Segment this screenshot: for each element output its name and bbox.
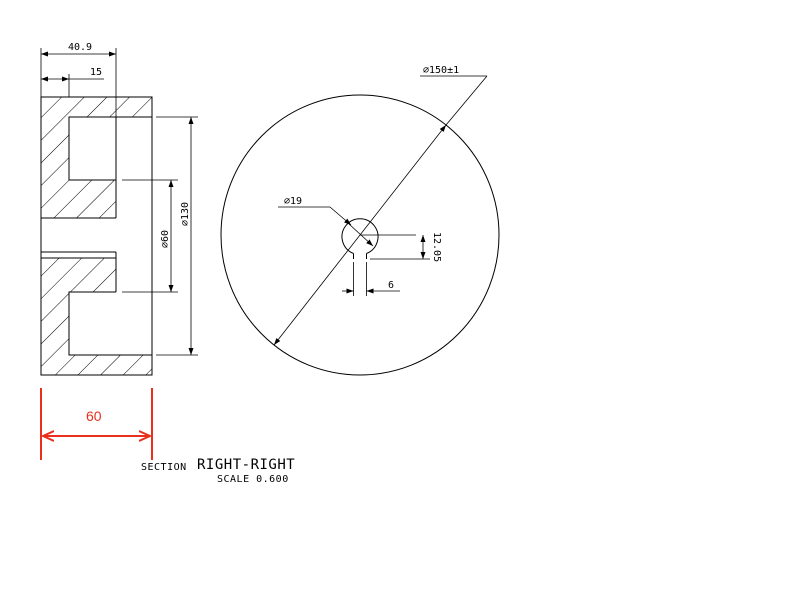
dim-shaft-diameter-text: ⌀19 <box>284 196 302 207</box>
dim-keyway-width: 6 <box>342 262 400 296</box>
dim-hub-diameter: ⌀130 <box>156 116 198 356</box>
dim-keyway-depth: 12.05 <box>370 232 442 262</box>
section-caption: SECTION RIGHT-RIGHT SCALE 0.600 <box>141 457 295 485</box>
dim-keyway-width-text: 6 <box>388 280 394 291</box>
dim-shaft-diameter: ⌀19 <box>278 196 374 247</box>
caption-section-name: RIGHT-RIGHT <box>197 457 295 473</box>
dim-outer-diameter: ⌀150±1 <box>273 65 488 346</box>
dim-outer-diameter-text: ⌀150±1 <box>423 65 459 76</box>
dim-step: 15 <box>41 67 104 97</box>
section-hatching <box>41 97 152 375</box>
dim-overall-width-text: 40.9 <box>68 42 92 53</box>
shaft-hole <box>341 218 416 259</box>
dim-keyway-depth-text: 12.05 <box>431 232 442 262</box>
dim-overall-width: 40.9 <box>40 42 117 117</box>
section-view: 40.9 15 ⌀60 ⌀130 60 <box>40 42 295 485</box>
section-outline <box>40 96 153 376</box>
caption-section-word: SECTION <box>141 462 187 473</box>
dim-hub-diameter-text: ⌀130 <box>180 202 191 226</box>
dim-bore-diameter-text: ⌀60 <box>160 230 171 248</box>
caption-scale: SCALE 0.600 <box>217 474 289 485</box>
outer-circle <box>220 94 500 376</box>
front-view: ⌀150±1 ⌀19 12.05 6 <box>220 65 500 376</box>
dim-step-text: 15 <box>90 67 102 78</box>
red-width-annotation: 60 <box>40 388 153 460</box>
red-width-label: 60 <box>86 408 102 424</box>
dim-bore-diameter: ⌀60 <box>122 179 178 293</box>
